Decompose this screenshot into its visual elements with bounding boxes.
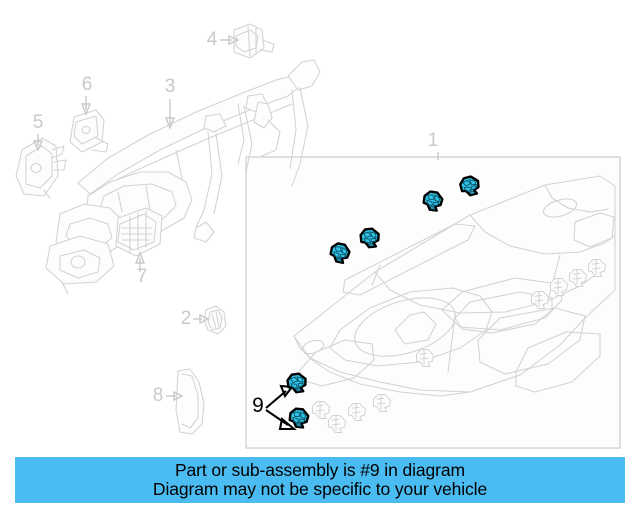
connector-block <box>115 207 163 257</box>
dashboard-illustration <box>293 175 616 397</box>
callout-number-6: 6 <box>82 74 93 95</box>
ghost-retainer-clip <box>415 348 435 368</box>
highlighted-retainer-clip <box>422 190 444 212</box>
ghost-retainer-clip <box>530 290 550 310</box>
highlighted-retainer-clip <box>329 242 351 265</box>
callout-number-1: 1 <box>428 130 439 151</box>
highlighted-retainer-clip <box>288 407 310 429</box>
ghost-retainer-clip <box>372 393 392 413</box>
banner-line-1: Part or sub-assembly is #9 in diagram <box>174 460 466 481</box>
highlighted-retainer-clip <box>459 175 480 197</box>
callout-number-9: 9 <box>252 394 264 417</box>
ghost-retainer-clip <box>311 400 331 420</box>
mounting-bracket <box>69 109 105 153</box>
callout-number-4: 4 <box>207 29 218 50</box>
highlighted-retainer-clip <box>359 227 380 249</box>
callout-number-7: 7 <box>137 266 148 287</box>
callout-number-2: 2 <box>181 308 192 329</box>
callout-number-5: 5 <box>33 112 44 133</box>
ghost-clip-group <box>311 258 607 434</box>
callout-number-3: 3 <box>165 76 176 97</box>
ghost-retainer-clip <box>327 414 347 434</box>
highlighted-retainer-clip <box>286 372 307 394</box>
callout-label-group: 1 2 3 4 5 6 7 8 9 <box>33 29 439 417</box>
ghost-retainer-clip <box>587 258 607 278</box>
ghost-retainer-clip <box>568 268 588 288</box>
highlighted-clip-group <box>286 175 480 429</box>
banner-line-2: Diagram may not be specific to your vehi… <box>152 479 488 499</box>
callout-number-8: 8 <box>153 385 164 406</box>
info-banner: Part or sub-assembly is #9 in diagram Di… <box>15 457 625 503</box>
ghost-retainer-clip <box>549 277 569 297</box>
ghost-retainer-clip <box>347 402 367 422</box>
exploded-parts-artwork <box>15 23 321 435</box>
side-trim-cover <box>175 368 205 435</box>
callout-leaders <box>32 34 439 431</box>
